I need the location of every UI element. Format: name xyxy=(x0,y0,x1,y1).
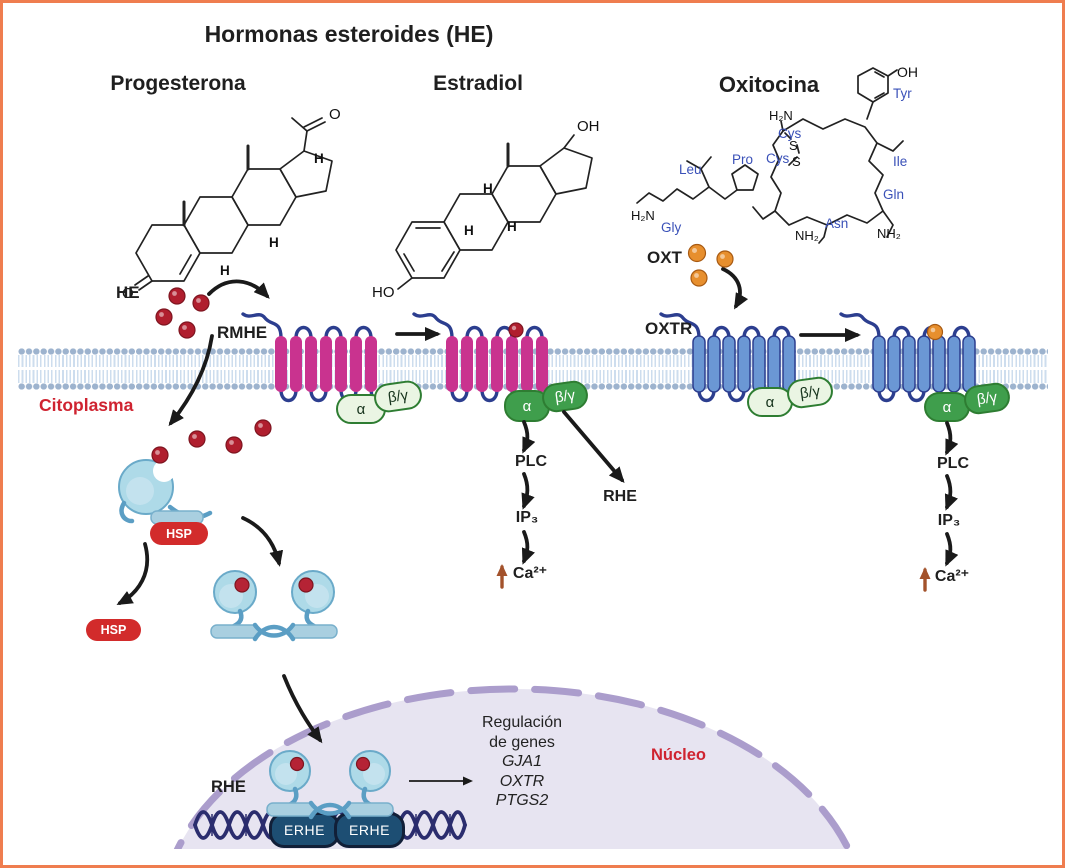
nucleo-label: Núcleo xyxy=(651,746,707,764)
residue-gln: Gln xyxy=(883,187,905,202)
plc-right-label: PLC xyxy=(937,455,969,472)
oxtr-receptor-inactive xyxy=(659,312,796,403)
rmhe-receptor-inactive xyxy=(241,312,377,405)
he-label: HE xyxy=(116,283,140,302)
estradiol-title: Estradiol xyxy=(433,72,523,95)
progesterona-title: Progesterona xyxy=(110,72,246,95)
residue-tyr: Tyr xyxy=(893,86,912,101)
citoplasma-label: Citoplasma xyxy=(39,395,134,415)
atom-h: H xyxy=(507,219,517,234)
cytoplasmic-receptor-dimer xyxy=(210,570,338,642)
arrow-ip3-to-ca-right xyxy=(945,532,959,567)
arrow-betagamma-to-rhe xyxy=(562,410,625,484)
beta-gamma-label: β/γ xyxy=(798,382,822,403)
ip3-left-label: IP₃ xyxy=(515,509,539,526)
residue-pro: Pro xyxy=(732,152,754,167)
page-title: Hormonas esteroides (HE) xyxy=(204,21,494,47)
atom-s2: S xyxy=(792,154,801,169)
atom-nh2-asn: NH₂ xyxy=(795,228,819,243)
estradiol-structure: HO OH H H H xyxy=(372,118,600,301)
hsp-label: HSP xyxy=(166,526,192,541)
residue-leu: Leu xyxy=(679,162,702,177)
oxtr-receptor-active xyxy=(839,312,976,403)
ca-left-label: Ca²⁺ xyxy=(512,565,548,582)
membrane-inner-leaflet xyxy=(18,382,1048,391)
cytoplasmic-receptor-hsp xyxy=(118,459,213,525)
beta-gamma-label: β/γ xyxy=(975,388,999,409)
residue-cys2: Cys xyxy=(766,151,790,166)
atom-o-acetyl: O xyxy=(329,106,341,123)
atom-h2n-top: H₂N xyxy=(769,108,793,123)
hsp-bound-pill: HSP xyxy=(150,522,208,545)
residue-gly: Gly xyxy=(661,220,682,235)
hsp-free-pill: HSP xyxy=(86,619,141,641)
arrow-plc-to-ip3-left xyxy=(521,472,535,510)
residue-asn: Asn xyxy=(825,216,849,231)
regulation-line2: de genes xyxy=(489,733,555,751)
atom-h: H xyxy=(483,181,493,196)
rmhe-receptor-active xyxy=(412,312,548,403)
rmhe-label: RMHE xyxy=(217,323,268,342)
arrow-plc-to-ip3-right xyxy=(944,474,958,511)
alpha-label: α xyxy=(522,397,532,415)
alpha-label: α xyxy=(356,400,366,418)
nuclear-receptor-dimer xyxy=(266,750,394,820)
ca-right-label: Ca²⁺ xyxy=(934,568,970,585)
erhe-box-right: ERHE xyxy=(334,812,405,848)
arrow-hsp-dissociation xyxy=(116,542,150,605)
arrow-alpha-to-plc-right xyxy=(945,421,959,456)
arrow-ip3-to-ca-left xyxy=(521,530,535,565)
atom-s1: S xyxy=(789,138,798,153)
oxtr-label: OXTR xyxy=(645,319,693,338)
beta-gamma-label: β/γ xyxy=(386,386,410,407)
atom-oh: OH xyxy=(577,118,600,135)
atom-h: H xyxy=(220,263,230,278)
hsp-label: HSP xyxy=(100,623,127,637)
erhe-right-label: ERHE xyxy=(349,822,390,838)
atom-oh: OH xyxy=(897,64,918,80)
rhe-cytoplasm-label: RHE xyxy=(603,488,637,505)
regulation-line1: Regulación xyxy=(481,714,563,731)
atom-o-ketone: O xyxy=(122,285,134,301)
gene-gja1: GJA1 xyxy=(501,753,542,770)
atom-h: H xyxy=(314,151,324,166)
ip3-right-label: IP₃ xyxy=(937,512,961,529)
atom-h2n-left: H₂N xyxy=(631,208,655,223)
residue-ile: Ile xyxy=(893,154,908,169)
beta-gamma-label: β/γ xyxy=(553,386,577,407)
erhe-left-label: ERHE xyxy=(284,822,325,838)
rhe-nucleus-label: RHE xyxy=(211,778,246,796)
plc-left-label: PLC xyxy=(515,453,547,470)
atom-nh2-gln: NH₂ xyxy=(877,226,901,241)
alpha-label: α xyxy=(942,398,952,416)
progesterona-structure: O O H H H xyxy=(122,106,341,301)
oxt-label: OXT xyxy=(647,248,682,267)
gene-oxtr: OXTR xyxy=(499,772,545,790)
atom-ho: HO xyxy=(372,284,395,301)
oxitocina-structure xyxy=(636,67,904,244)
atom-h: H xyxy=(269,235,279,250)
arrow-to-dimer xyxy=(241,516,284,567)
oxitocina-title: Oxitocina xyxy=(718,72,820,97)
g-alpha-oxtr-active: α xyxy=(924,392,970,422)
atom-h: H xyxy=(464,223,474,238)
gene-regulation-block: Regulación de genes GJA1 OXTR PTGS2 xyxy=(482,713,562,811)
alpha-label: α xyxy=(765,393,775,411)
arrow-alpha-to-plc-left xyxy=(522,420,536,454)
gene-ptgs2: PTGS2 xyxy=(495,792,549,809)
residue-cys1: Cys xyxy=(778,126,802,141)
